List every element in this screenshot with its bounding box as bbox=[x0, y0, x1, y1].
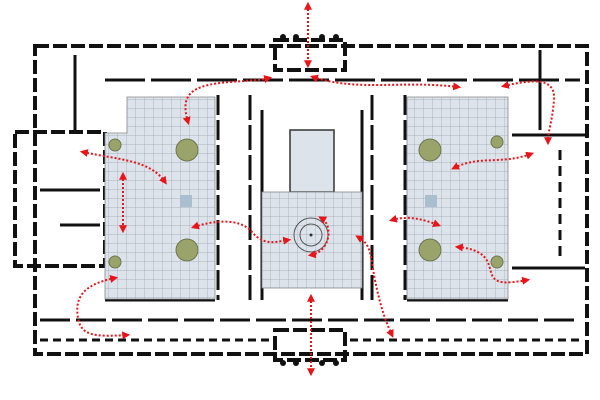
circulation-arrow bbox=[190, 220, 292, 245]
circulation-arrow bbox=[309, 74, 462, 91]
tree-icon bbox=[175, 138, 199, 162]
tree-icon bbox=[418, 138, 442, 162]
tree-icon bbox=[175, 238, 199, 262]
central-hall bbox=[261, 129, 363, 289]
circulation-arrow bbox=[388, 214, 441, 228]
circulation-arrow bbox=[79, 149, 167, 185]
tree-icon bbox=[108, 255, 122, 269]
circulation-arrow bbox=[454, 243, 531, 285]
circulation-arrow bbox=[355, 235, 394, 338]
circulation-arrow bbox=[451, 151, 535, 170]
columns bbox=[280, 34, 339, 366]
circulation-arrow bbox=[182, 75, 273, 126]
left-courtyard bbox=[104, 96, 216, 300]
tree-icon bbox=[108, 138, 122, 152]
circulation-arrow bbox=[500, 80, 556, 146]
circulation-arrow bbox=[307, 216, 330, 259]
tree-icon bbox=[490, 255, 504, 269]
tree-icon bbox=[418, 238, 442, 262]
circulation-arrows bbox=[76, 1, 556, 377]
right-courtyard bbox=[406, 96, 509, 300]
tree-icon bbox=[490, 135, 504, 149]
circulation-arrow bbox=[76, 275, 131, 340]
